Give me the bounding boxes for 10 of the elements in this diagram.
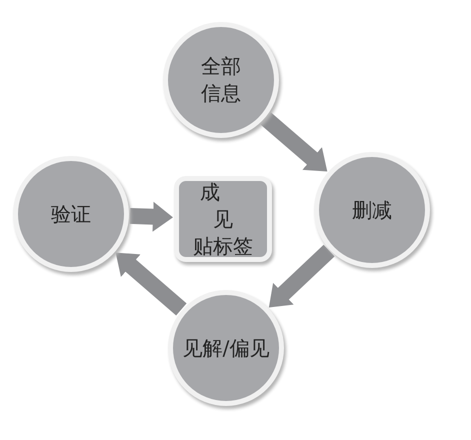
block-arrow xyxy=(130,202,173,232)
block-arrow xyxy=(116,252,187,316)
node-label: 成见贴标签 xyxy=(192,178,256,260)
node-label: 全部信息 xyxy=(200,53,242,107)
node-label: 验证 xyxy=(51,200,91,228)
block-arrow xyxy=(260,112,328,172)
node-label: 见解/偏见 xyxy=(182,334,270,362)
node-label: 删减 xyxy=(352,196,392,224)
center-box xyxy=(174,176,272,262)
block-arrow xyxy=(268,244,335,308)
